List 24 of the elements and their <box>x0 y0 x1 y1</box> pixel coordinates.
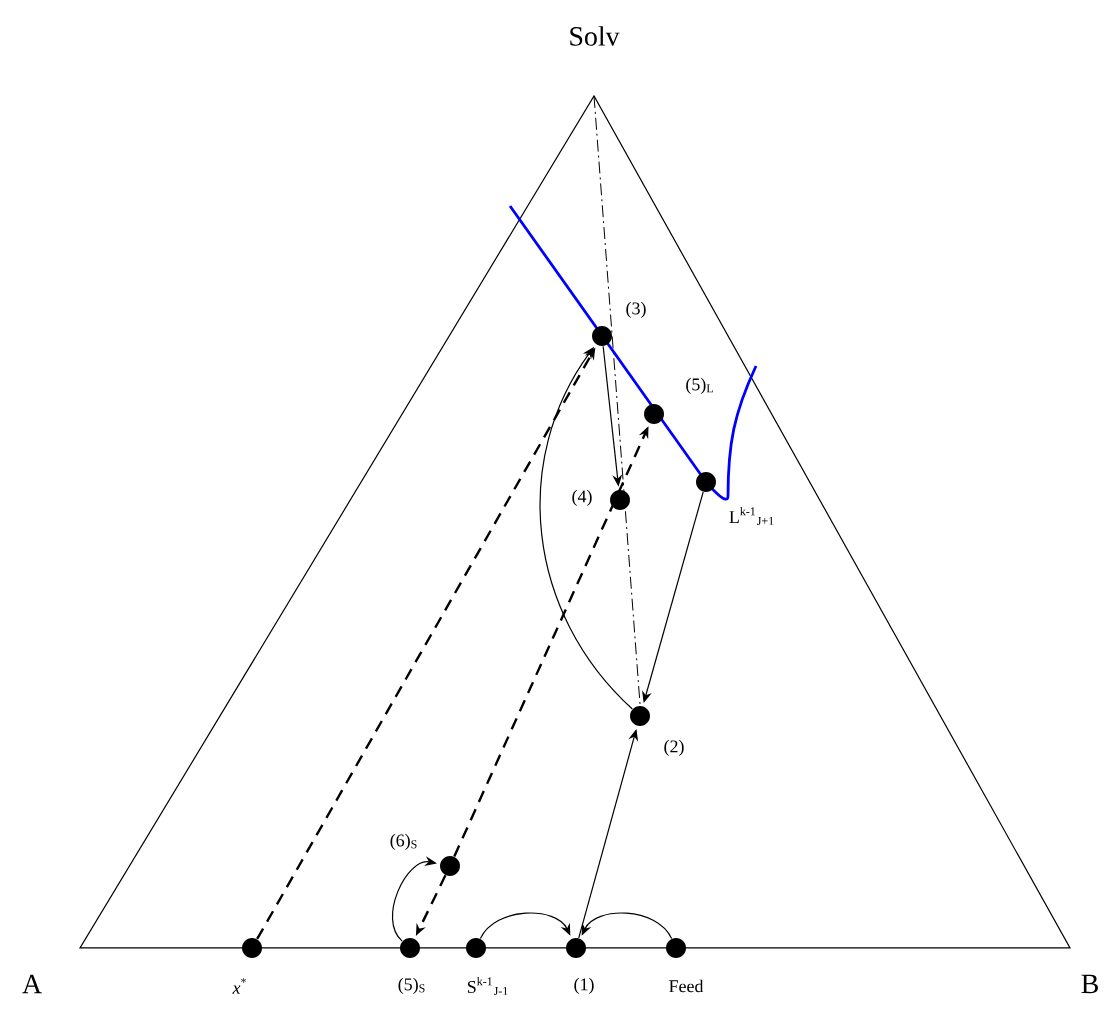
point-label: (5)$_{S}$ <box>398 977 425 995</box>
vertex-label: A <box>22 974 42 994</box>
point-label: (2) <box>664 739 684 757</box>
point-label: (3) <box>626 301 646 319</box>
vertex-label: B <box>1081 974 1098 994</box>
arrow <box>479 912 571 940</box>
point-dot <box>566 937 586 958</box>
point-label: (1) <box>574 977 594 995</box>
point-label: Feed <box>669 979 704 993</box>
point-dot <box>400 937 420 958</box>
point-dot <box>666 937 686 958</box>
point-label: x$^{*}$ <box>232 978 246 994</box>
point-label: (6)$_{S}$ <box>390 833 417 851</box>
vertex-label: Solv <box>570 26 620 46</box>
point-dot <box>592 325 612 346</box>
point-dot <box>630 705 650 726</box>
arrow <box>581 912 673 940</box>
point-dot <box>440 855 460 876</box>
point-label: (4) <box>572 489 592 507</box>
point-dot <box>242 937 262 958</box>
point-dot <box>644 403 664 424</box>
point-dot <box>696 471 716 492</box>
point-dot <box>466 937 486 958</box>
point-label: (5)$_{L}$ <box>686 377 713 395</box>
